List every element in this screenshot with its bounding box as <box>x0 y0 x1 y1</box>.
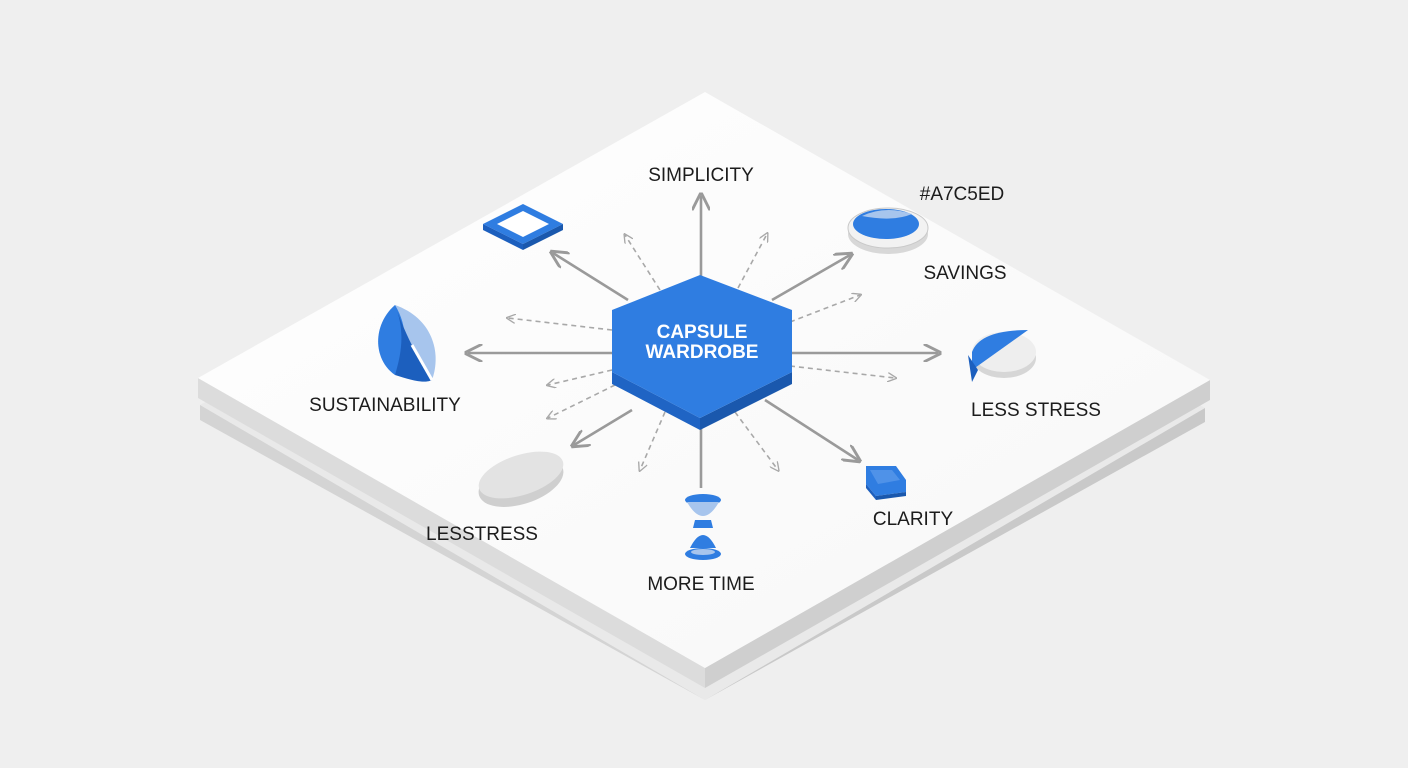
capsule-wardrobe-hub: CAPSULE WARDROBE <box>612 275 792 430</box>
hub-side-right <box>700 372 792 430</box>
solid-connectors <box>468 196 938 488</box>
dashed-arrow-6 <box>548 384 616 418</box>
hub-top <box>612 275 792 418</box>
arrow-savings <box>771 255 850 302</box>
dashed-connectors <box>508 234 895 470</box>
pebble-icon <box>478 451 564 507</box>
label-more-time: MORE TIME <box>647 574 754 595</box>
dashed-arrow-9 <box>734 411 778 470</box>
platform-lower-edge-right <box>705 408 1205 700</box>
label-simplicity: SIMPLICITY <box>648 165 754 186</box>
dashed-arrow-5 <box>548 369 613 385</box>
square-frame-icon <box>483 204 563 250</box>
arrow-clarity <box>764 398 858 460</box>
dashed-arrow-8 <box>640 411 666 470</box>
hub-side-left <box>612 372 700 430</box>
dashed-arrow-3 <box>789 295 860 323</box>
leaf-icon <box>378 305 436 382</box>
label-sustainability: SUSTAINABILITY <box>309 395 461 416</box>
platform-lower-edge-left <box>200 405 705 700</box>
hourglass-icon <box>685 494 721 560</box>
label-less-stress-right: LESS STRESS <box>971 400 1101 421</box>
label-color-code: #A7C5ED <box>920 184 1005 205</box>
cube-icon <box>866 466 906 500</box>
label-clarity: CLARITY <box>873 509 954 530</box>
platform-upper-side-left <box>198 378 705 688</box>
arrow-square-frame <box>553 253 629 302</box>
label-savings: SAVINGS <box>923 263 1006 284</box>
platform-upper-side-right <box>705 380 1210 688</box>
coin-icon <box>847 207 929 254</box>
label-less-stress-left: LESSTRESS <box>426 524 538 545</box>
dashed-arrow-2 <box>737 234 767 289</box>
arrow-less-stress-left <box>574 408 633 445</box>
hub-title-line2: WARDROBE <box>646 342 759 363</box>
labels: SIMPLICITY #A7C5ED SAVINGS SUSTAINABILIT… <box>309 165 1101 595</box>
half-disc-icon <box>968 330 1036 382</box>
hub-title-line1: CAPSULE <box>657 322 748 343</box>
dashed-arrow-1 <box>625 235 661 291</box>
